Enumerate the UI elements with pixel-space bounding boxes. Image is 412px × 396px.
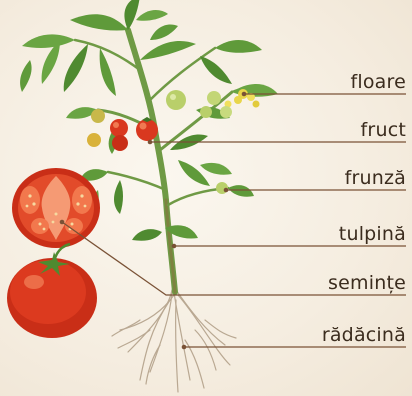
root-system <box>112 290 236 392</box>
label-seminte: semințe <box>328 272 406 294</box>
cut-tomato <box>12 168 100 248</box>
whole-tomato <box>7 244 97 338</box>
label-frunza: frunză <box>345 167 406 189</box>
label-tulpina: tulpină <box>339 223 406 245</box>
label-radacina: rădăcină <box>322 324 406 346</box>
ripe-fruit-cluster <box>110 117 158 151</box>
label-fruct: fruct <box>361 119 406 141</box>
label-floare: floare <box>350 71 406 93</box>
